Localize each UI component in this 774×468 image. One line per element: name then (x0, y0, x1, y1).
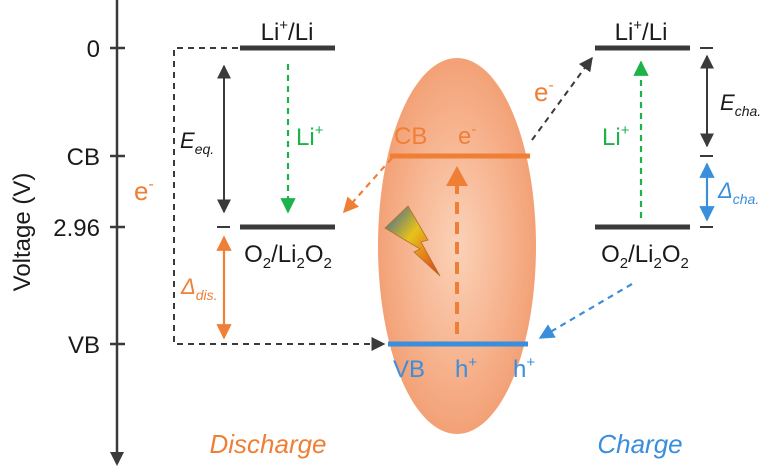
left-o2-level-label: O2/Li2O2 (244, 241, 332, 272)
tick-label-vb: VB (68, 332, 100, 359)
discharge-caption: Discharge (209, 429, 326, 459)
tick-label-2-96: 2.96 (53, 215, 100, 242)
hole-label-2: h+ (513, 354, 535, 383)
delta-cha-label: Δcha. (717, 178, 759, 207)
voltage-axis-arrowhead (110, 452, 124, 466)
e-eq-label: Eeq. (180, 128, 214, 157)
charge-caption: Charge (597, 429, 682, 459)
right-li-level-label: Li+/Li (615, 17, 668, 46)
hole-label-1: h+ (455, 354, 477, 383)
left-li-ion-label: Li+ (296, 122, 324, 151)
right-electron-label: e- (534, 77, 554, 107)
right-o2-level-label: O2/Li2O2 (601, 241, 689, 272)
right-li-ion-label: Li+ (602, 122, 630, 151)
e-cha-label: Echa. (720, 90, 761, 119)
left-electron-label: e- (134, 176, 154, 206)
voltage-axis-label: Voltage (V) (9, 173, 36, 292)
cb-to-li-arrow (531, 56, 593, 141)
vb-label: VB (393, 356, 425, 383)
delta-dis-label: Δdis. (180, 274, 218, 303)
discharge-electron-path (173, 47, 386, 351)
o2-to-vb-arrow (538, 283, 633, 339)
excitation-arrowhead (446, 166, 468, 186)
lightning-icon (384, 205, 441, 277)
cb-to-o2-arrow (342, 157, 393, 214)
tick-label-0: 0 (87, 36, 100, 63)
left-li-level-label: Li+/Li (261, 17, 314, 46)
tick-label-cb: CB (67, 144, 100, 171)
cb-label: CB (394, 123, 427, 150)
cb-electron-label: e- (458, 121, 476, 150)
